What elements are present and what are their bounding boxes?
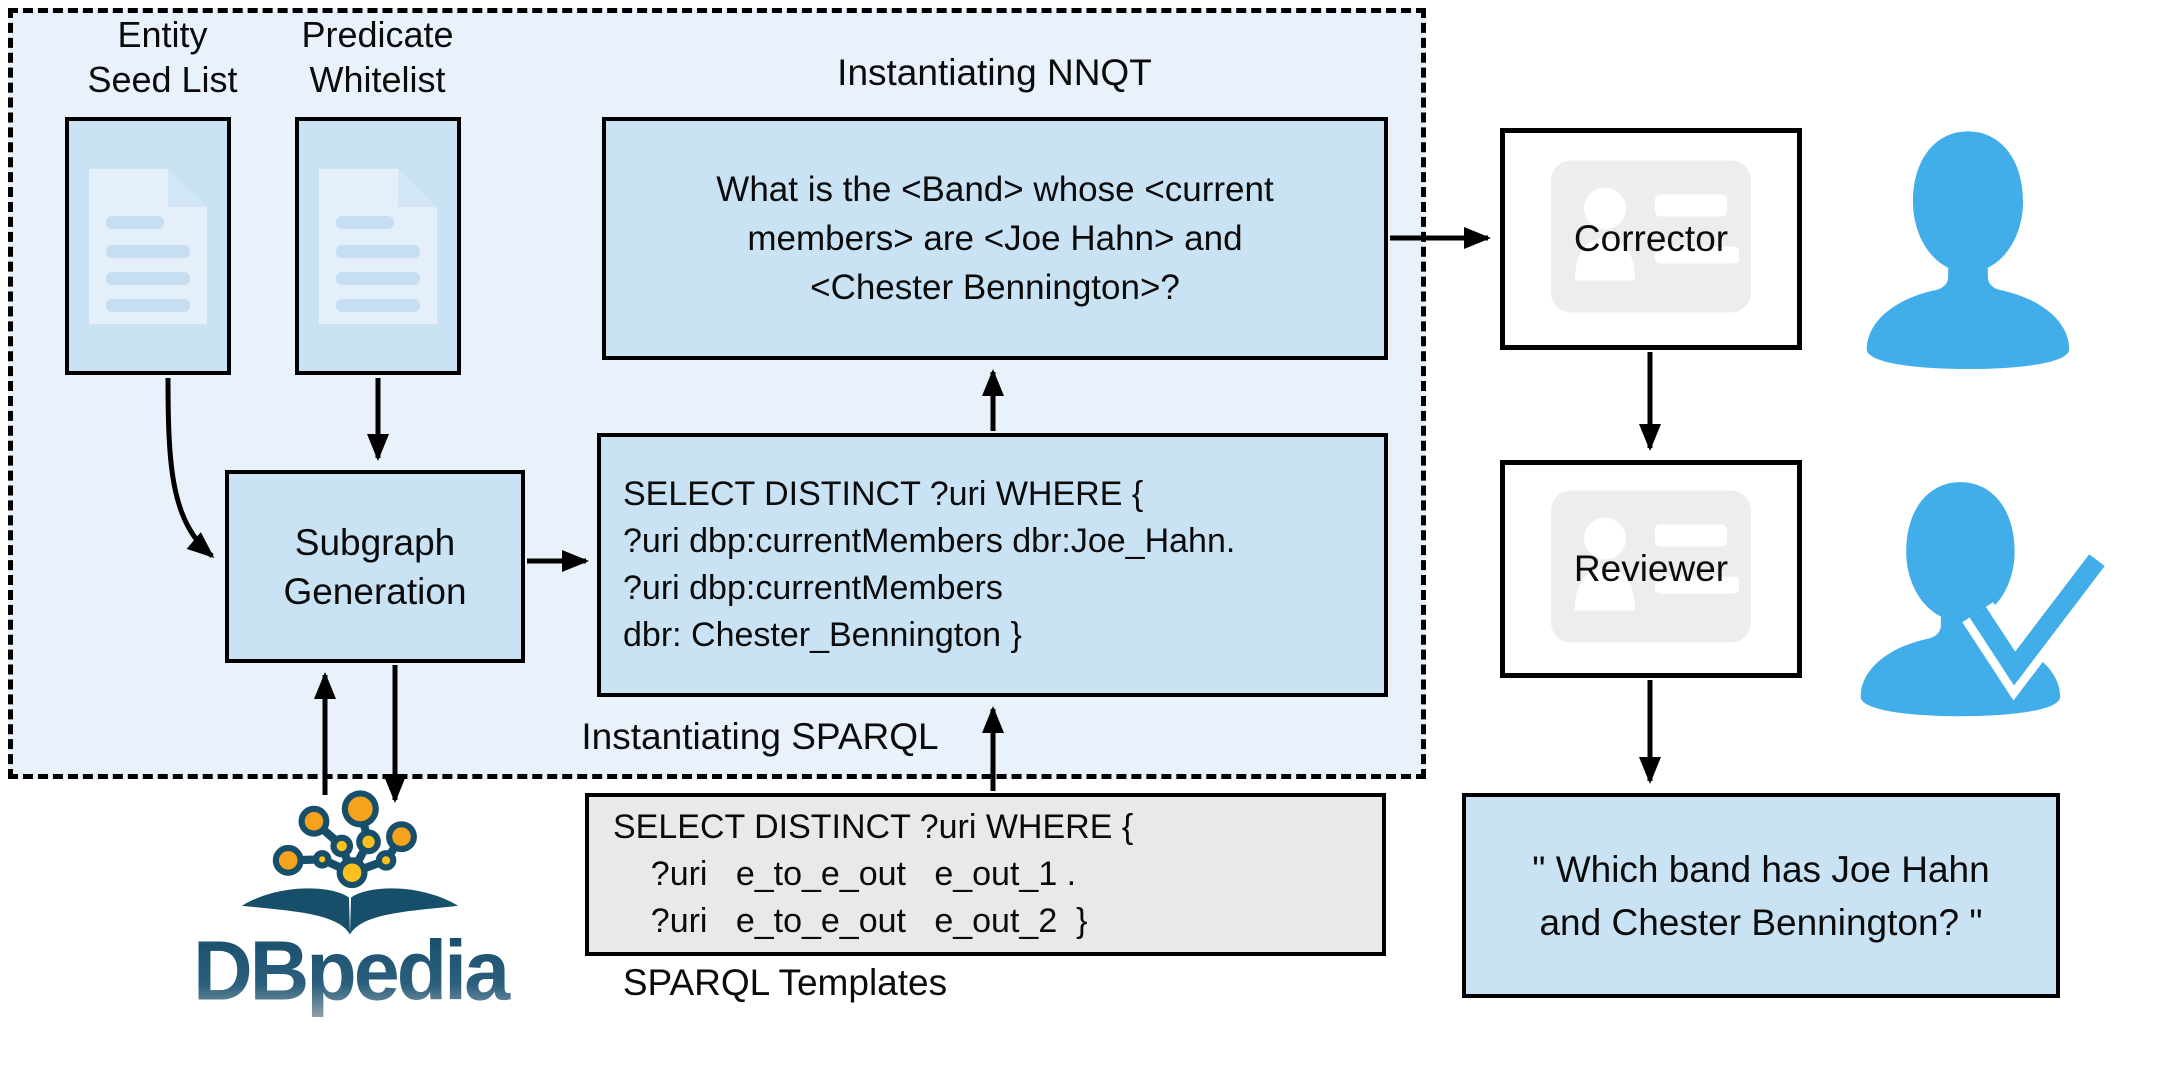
sparql-templates-label: SPARQL Templates bbox=[622, 962, 948, 1003]
entity-seed-list-label: Entity Seed List bbox=[87, 14, 238, 100]
final-question-box: " Which band has Joe Hahn and Chester Be… bbox=[1462, 793, 2060, 998]
nnqt-question-box: What is the <Band> whose <current member… bbox=[602, 117, 1388, 360]
dbpedia-logo: DBpedia bbox=[193, 790, 514, 1017]
sparql-templates-box: SELECT DISTINCT ?uri WHERE { ?uri e_to_e… bbox=[585, 793, 1386, 956]
document-icon bbox=[89, 168, 207, 324]
sparql-query-box: SELECT DISTINCT ?uri WHERE { ?uri dbp:cu… bbox=[597, 433, 1388, 697]
reviewer-label: Reviewer bbox=[1573, 548, 1729, 589]
nnqt-section-label: Instantiating NNQT bbox=[837, 52, 1152, 93]
corrector-label: Corrector bbox=[1573, 218, 1729, 259]
corrector-box: Corrector bbox=[1500, 128, 1802, 350]
id-card-icon bbox=[1551, 490, 1751, 648]
entity-seed-doc-box bbox=[65, 117, 231, 375]
predicate-whitelist-doc-box bbox=[295, 117, 461, 375]
dbpedia-wordmark: DBpedia bbox=[193, 923, 511, 1017]
person-check-icon bbox=[1860, 482, 2110, 717]
person-icon bbox=[1866, 131, 2070, 369]
id-card-icon bbox=[1551, 160, 1751, 318]
dbpedia-book-icon bbox=[241, 888, 459, 935]
subgraph-generation-box: Subgraph Generation bbox=[225, 470, 525, 663]
document-icon bbox=[319, 168, 437, 324]
reviewer-box: Reviewer bbox=[1500, 460, 1802, 678]
predicate-whitelist-label: Predicate Whitelist bbox=[301, 14, 454, 100]
dbpedia-network-dots bbox=[272, 790, 417, 889]
sparql-section-label: Instantiating SPARQL bbox=[581, 716, 939, 757]
